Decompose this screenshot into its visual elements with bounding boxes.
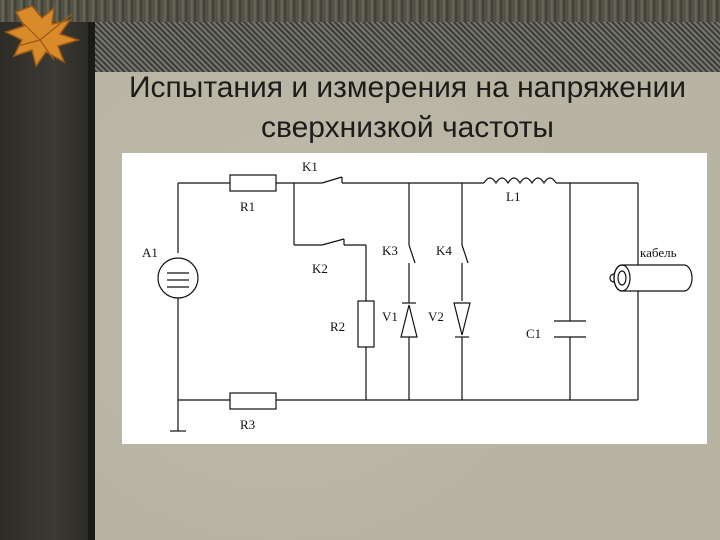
inductor-l1 [483, 177, 557, 185]
diode-v2 [453, 302, 471, 336]
source-a1 [157, 257, 199, 299]
switch-k1 [321, 176, 343, 184]
label-v2: V2 [428, 309, 444, 324]
title-texture-band [95, 22, 720, 72]
resistor-r1 [229, 174, 277, 192]
label-v1: V1 [382, 309, 398, 324]
label-cable: кабель [640, 245, 677, 260]
resistor-r2 [357, 300, 375, 348]
label-k2: K2 [312, 261, 328, 276]
label-a1: A1 [142, 245, 158, 260]
slide-title-line-2: сверхнизкой частоты [261, 111, 554, 144]
circuit-diagram: A1 R1 R2 R3 K1 K2 K3 K4 V1 V2 L1 C1 кабе… [122, 153, 707, 444]
label-r1: R1 [240, 199, 255, 214]
circuit-svg: A1 R1 R2 R3 K1 K2 K3 K4 V1 V2 L1 C1 кабе… [142, 159, 693, 432]
label-k3: K3 [382, 243, 398, 258]
slide-title: Испытания и измерения на напряжении свер… [95, 68, 720, 148]
label-c1: C1 [526, 326, 541, 341]
label-k1: K1 [302, 159, 318, 174]
slide-left-border [0, 0, 92, 540]
switch-k4 [461, 244, 469, 264]
switch-k3 [408, 244, 416, 264]
diode-v1 [400, 304, 418, 338]
label-r2: R2 [330, 319, 345, 334]
slide-top-border [0, 0, 720, 22]
label-r3: R3 [240, 417, 255, 432]
autumn-leaf-icon [4, 5, 81, 68]
slide-title-line-1: Испытания и измерения на напряжении [128, 71, 687, 104]
label-l1: L1 [506, 189, 520, 204]
switch-k2 [321, 238, 345, 246]
slide-divider [88, 22, 95, 540]
label-k4: K4 [436, 243, 452, 258]
resistor-r3 [229, 392, 277, 410]
